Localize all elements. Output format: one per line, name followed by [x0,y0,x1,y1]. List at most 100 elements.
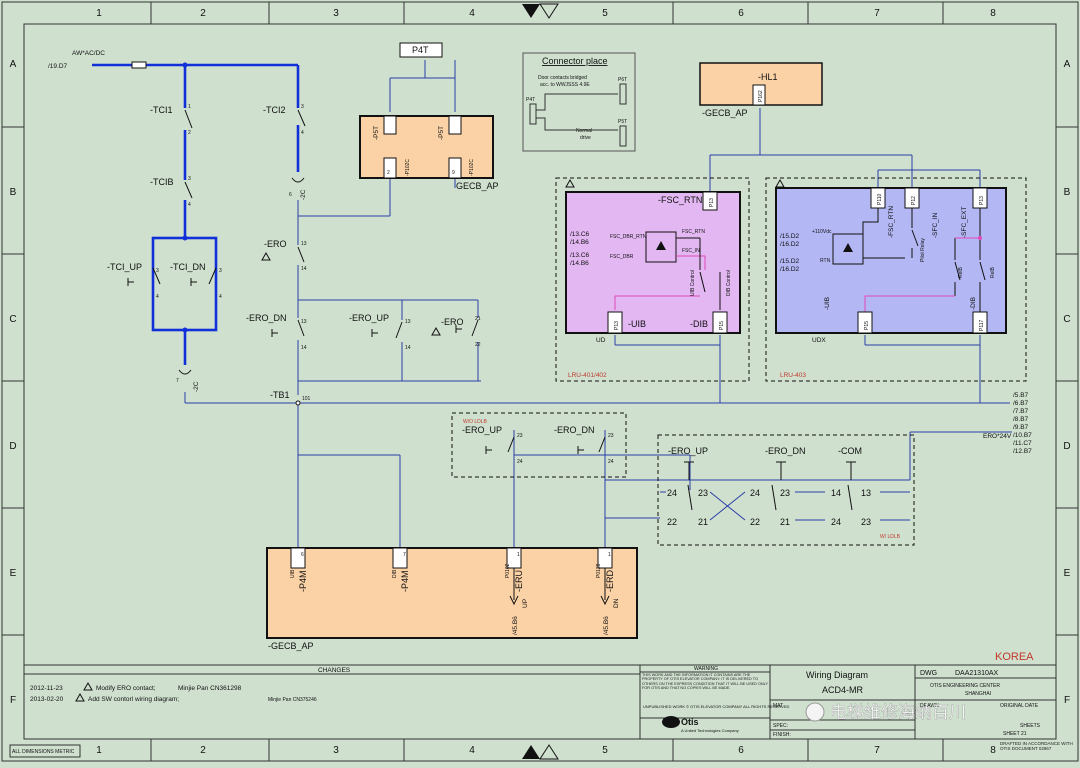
lru401-diode-icon [656,241,666,250]
gecb-c2-name: -P4M [400,570,410,592]
tb1-pin: 101 [302,396,311,402]
wo-dn-pin24: 24 [608,459,614,465]
lru403-ref3: /15.D2 [780,258,800,265]
tcib-pin3: 3 [188,176,191,182]
ero-b-pin21: 21 [475,316,481,322]
grid-row-f: F [10,695,16,706]
gecb-c1-pin: UIB [290,569,296,578]
lru403-rela: RelB [990,266,996,278]
lru403-p3: P13 [979,196,985,205]
tci1-label: -TCI1 [150,105,173,115]
lru401-in-rtn: FSC_RTN [682,229,705,235]
w-ldlb-dn: -ERO_DN [765,446,806,456]
hl1-pin-box [752,84,766,106]
title-spec: SPEC: [773,723,788,729]
lru403-pilot: Pilot Relay [920,238,926,262]
grid-row-c: C [9,314,16,325]
connector-p6t: P6T [618,77,627,83]
p4t-pin-right: 9 [452,170,455,176]
lru401-contacts [676,237,721,310]
lru403-pin-uib-label: P15 [864,321,870,330]
lru401-ref1: /13.C6 [570,231,590,238]
lru401-rev-triangle [565,178,575,188]
hl1-label: -GECB_AP [702,108,748,118]
gecb-bottom-label: -GECB_AP [268,641,314,651]
grid-row-b: B [10,187,17,198]
tb1-label: -TB1 [270,390,290,400]
connector-place-sketch [529,83,627,147]
grid-col-8: 8 [990,8,996,19]
change-2-who: Minjie Pan CN375246 [268,697,317,703]
gecb-c4-name: -ERD [605,570,615,592]
grid-row-a: A [10,59,17,70]
w-ldlb-wires [660,491,910,521]
wo-ldlb-frame [451,412,627,478]
ero-a-pin14: 14 [301,266,307,272]
grid-row-b-right: B [1064,187,1071,198]
grid-col-1-bottom: 1 [96,745,102,756]
grid-col-3: 3 [333,8,339,19]
wo-up-pin23: 23 [517,433,523,439]
ref-right-4: /8.B7 [1013,416,1029,423]
changes-title: CHANGES [318,667,351,674]
grid-col-7: 7 [874,8,880,19]
warning-body: THIS WORK AND THE INFORMATION IT CONTAIN… [642,673,768,690]
gecb-bottom-block [266,547,638,639]
w-ldlb-up: -ERO_UP [668,446,708,456]
change-2-date: 2013-02-20 [30,696,64,703]
thin-wires [184,60,1012,548]
ero-a-label: -ERO [264,239,287,249]
gecb-c3-dir: UP [522,599,529,608]
lru403-contacts [862,208,986,312]
tci-up-label: -TCI_UP [107,262,142,272]
w-com-13: 13 [861,488,871,498]
safety-chain-wires [92,63,300,365]
title-sheet: SHEET 21 [1003,731,1027,737]
lru401-sig2: FSC_DBR [610,254,634,260]
wo-ldlb-title: W/O LDLB [463,419,488,425]
grid-row-d: D [9,441,16,452]
grid-col-6: 6 [738,8,744,19]
ero-dn-pin14: 14 [301,345,307,351]
w-com-14: 14 [831,488,841,498]
grid-row-e-right: E [1064,568,1071,579]
korea-label: KOREA [995,651,1034,663]
ero-dn-pin13: 13 [301,319,307,325]
change-2-text: Add SW contorl wiring diagram; [88,696,179,703]
lru403-fsc-rtn: -FSC_RTN [888,206,895,238]
tci1-pin2: 2 [188,130,191,136]
w-ldlb-title: W/ LDLB [880,534,901,540]
grid-row-c-right: C [1063,314,1070,325]
connector-drive: drive [580,135,591,141]
lru401-ref3: /13.C6 [570,252,590,259]
p4t-conn-left: -P102C [405,159,411,176]
ref-right-8: /12.B7 [1013,448,1032,455]
title-block-lines [24,664,1056,739]
wo-up-pin24: 24 [517,459,523,465]
title-sheets: SHEETS [1020,723,1041,729]
lru403-dib: -DIB [970,297,977,310]
lru403-block [775,187,1007,334]
lru403-diode-icon [843,243,853,252]
gecb-c3-no: 1 [517,552,520,558]
ero-a-pin13: 13 [301,241,307,247]
w-dn-21: 21 [780,517,790,527]
w-com-24: 24 [831,517,841,527]
gecb-arrows [509,568,610,606]
title-line-1: Wiring Diagram [806,670,868,680]
w-dn-24: 24 [750,488,760,498]
change-1-date: 2012-11-23 [30,685,63,692]
lru401-top-pin-label: P13 [709,198,715,207]
metric-box [9,744,81,758]
gecb-c4-no: 1 [608,552,611,558]
connector-place-box [522,52,636,152]
p4t-title: P4T [412,45,429,55]
warning-body-wrap: THIS WORK AND THE INFORMATION IT CONTAIN… [642,673,768,690]
title-center: OTIS ENGINEERING CENTER [930,683,1000,689]
otis-logo-sub: A United Technologies Company [681,728,739,733]
w-up-21: 21 [698,517,708,527]
lru401-ud: UD [596,337,606,344]
title-drawn: DRAWN [920,703,939,709]
tci2-switch [297,109,306,127]
